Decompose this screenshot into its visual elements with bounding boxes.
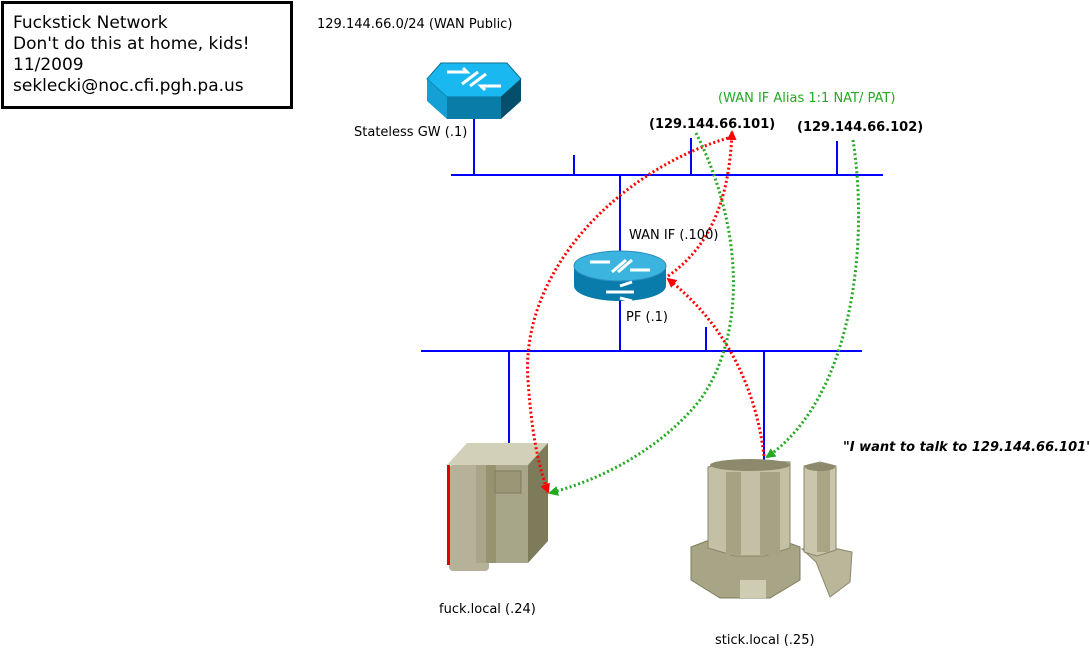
stateless-gw-label: Stateless GW (.1) bbox=[354, 125, 468, 140]
nat-flow-arrows bbox=[526, 130, 861, 496]
wan-if-label: WAN IF (.100) bbox=[629, 228, 719, 243]
title-line: Fuckstick Network bbox=[13, 13, 168, 33]
server-fuck-local-icon[interactable] bbox=[447, 443, 548, 571]
server-stick-local-icon[interactable] bbox=[690, 459, 853, 599]
wan-subnet-label: 129.144.66.0/24 (WAN Public) bbox=[317, 17, 513, 32]
wan-alias-note: (WAN IF Alias 1:1 NAT/ PAT) bbox=[718, 91, 896, 106]
red-arrow-101-to-fuck bbox=[526, 136, 729, 494]
green-arrow-101-to-fuck bbox=[548, 132, 735, 496]
email-line: seklecki@noc.cfi.pgh.pa.us bbox=[13, 76, 244, 96]
router-icon[interactable] bbox=[573, 250, 667, 303]
title-box: Fuckstick Network Don't do this at home,… bbox=[1, 1, 293, 109]
pf-label: PF (.1) bbox=[626, 310, 668, 325]
fuck-local-label: fuck.local (.24) bbox=[439, 602, 536, 617]
red-arrow-pf-to-101 bbox=[667, 130, 737, 278]
network-links bbox=[421, 119, 883, 462]
ip-101-label: (129.144.66.101) bbox=[649, 117, 776, 132]
stick-local-label: stick.local (.25) bbox=[715, 633, 815, 648]
red-arrow-stick-to-pf bbox=[666, 277, 766, 457]
subtitle-line: Don't do this at home, kids! bbox=[13, 34, 250, 54]
switch-icon[interactable] bbox=[426, 62, 522, 119]
quote-label: "I want to talk to 129.144.66.101" bbox=[843, 440, 1090, 455]
ip-102-label: (129.144.66.102) bbox=[797, 120, 924, 135]
date-line: 11/2009 bbox=[13, 55, 84, 75]
green-arrow-102-to-stick bbox=[765, 139, 861, 459]
